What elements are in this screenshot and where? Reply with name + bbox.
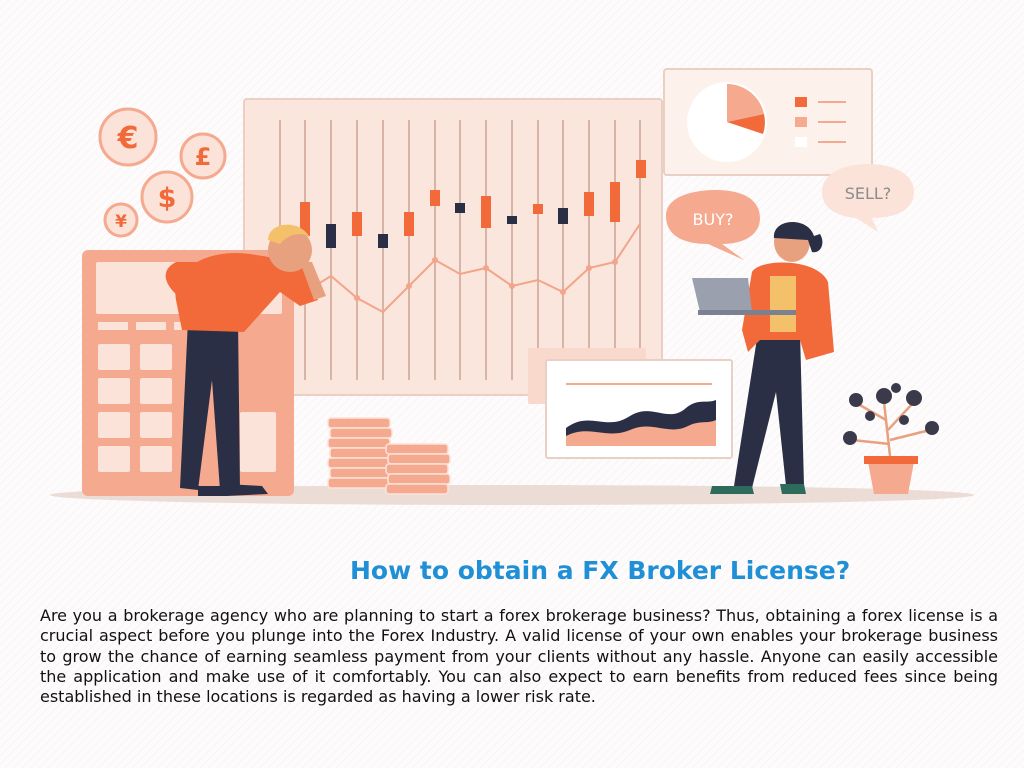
potted-plant: [843, 383, 939, 494]
pound-coin-icon: [179, 132, 227, 180]
buy-speech-bubble: BUY?: [666, 190, 760, 260]
coin-stacks: [327, 417, 451, 495]
area-chart-card: [528, 348, 733, 459]
euro-symbol: €: [117, 121, 139, 156]
buy-bubble-text: BUY?: [693, 210, 734, 229]
sell-bubble-text: SELL?: [845, 184, 892, 203]
yen-symbol: ¥: [115, 212, 127, 232]
euro-coin-icon: [98, 107, 158, 167]
dollar-symbol: $: [158, 183, 177, 214]
yen-coin-icon: [103, 202, 139, 238]
woman-figure: [692, 221, 834, 494]
pound-symbol: £: [195, 143, 212, 171]
article-body: Are you a brokerage agency who are plann…: [40, 606, 998, 707]
sell-speech-bubble: SELL?: [822, 164, 914, 232]
currency-coins: € £ $ ¥: [98, 107, 227, 238]
article-title: How to obtain a FX Broker License?: [350, 556, 851, 585]
pie-chart-card: [663, 68, 873, 176]
man-figure: [165, 224, 326, 496]
dollar-coin-icon: [140, 170, 194, 224]
forex-illustration: € £ $ ¥: [50, 68, 974, 505]
title-container: How to obtain a FX Broker License?: [350, 556, 950, 585]
